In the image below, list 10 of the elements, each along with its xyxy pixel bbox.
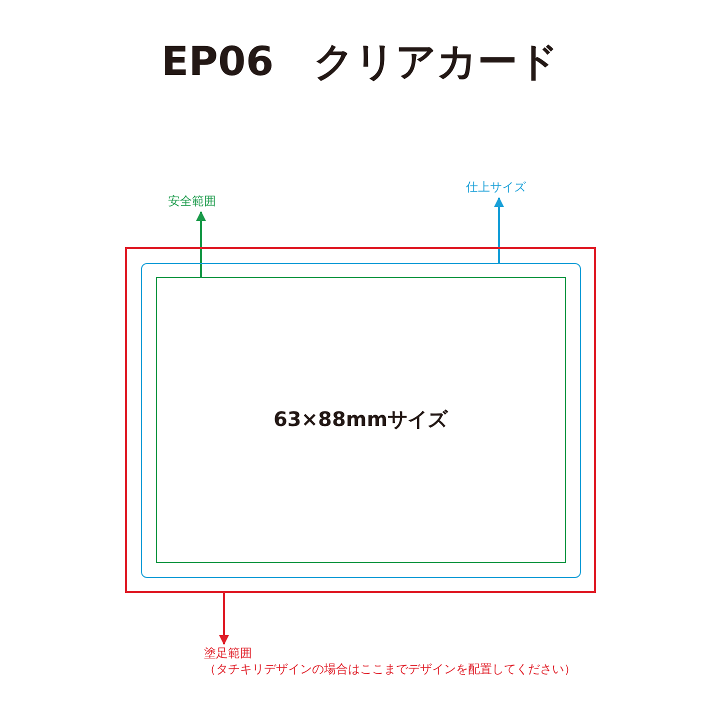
callout-label: 安全範囲: [168, 194, 216, 210]
safe-area-outline: [156, 276, 566, 562]
arrow: [494, 197, 504, 263]
callout-label: 塗足範囲: [204, 646, 253, 662]
arrow: [196, 211, 206, 277]
callout-label: 仕上サイズ: [466, 180, 526, 196]
title: EP06 クリアカード: [160, 38, 560, 86]
arrow: [219, 593, 229, 645]
callout-note: （タチキリデザインの場合はここまでデザインを配置してください）: [204, 662, 576, 678]
size-label: 63×88mmサイズ: [273, 406, 448, 433]
